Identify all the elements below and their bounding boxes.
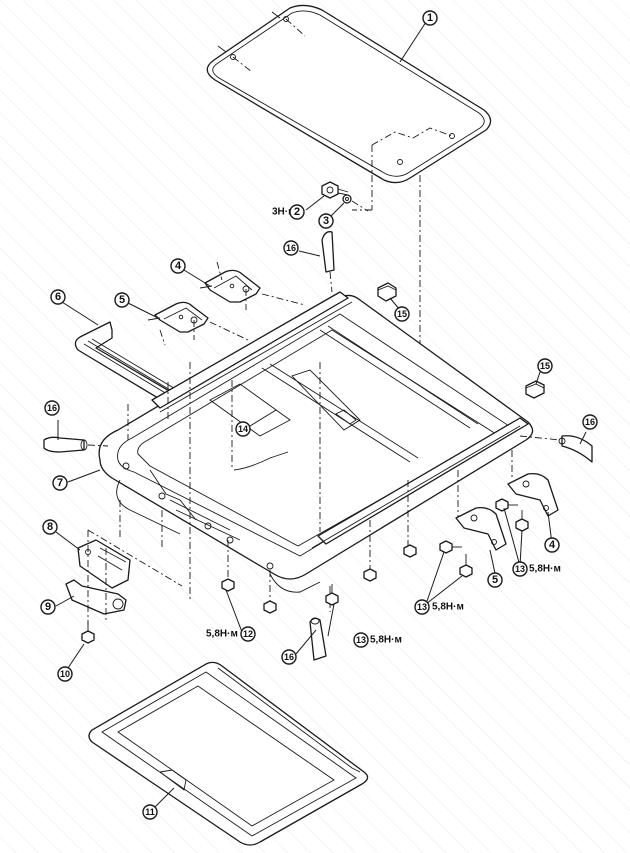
svg-text:5,8Н·м: 5,8Н·м — [529, 564, 561, 575]
callout-15-right: 15 — [537, 358, 553, 374]
callout-4-right: 4 — [544, 537, 560, 553]
svg-text:12: 12 — [243, 629, 253, 639]
motor-assembly — [65, 529, 183, 644]
callout-13-mid: 13 5,8Н·м — [414, 599, 464, 615]
bracket-4-upper — [199, 261, 306, 310]
svg-text:15: 15 — [397, 309, 407, 319]
callout-10: 10 — [57, 666, 73, 682]
callout-1: 1 — [422, 10, 438, 26]
svg-text:5: 5 — [492, 574, 498, 586]
sunroof-frame — [98, 291, 534, 593]
callout-12: 5,8Н·м 12 — [206, 626, 256, 642]
callout-4-upper: 4 — [170, 258, 186, 274]
callout-9: 9 — [40, 599, 56, 615]
callout-15-upper: 15 — [394, 306, 410, 322]
svg-text:4: 4 — [175, 260, 182, 272]
svg-text:5,8Н·м: 5,8Н·м — [206, 629, 238, 640]
callout-5-upper: 5 — [114, 292, 130, 308]
drain-hose-right — [558, 435, 593, 463]
callout-2: 3Н·м 2 — [272, 204, 305, 220]
svg-text:9: 9 — [45, 601, 51, 613]
svg-text:13: 13 — [515, 564, 525, 574]
svg-text:14: 14 — [238, 424, 248, 434]
leader-lines — [55, 21, 587, 809]
svg-text:16: 16 — [585, 417, 595, 427]
svg-text:13: 13 — [417, 602, 427, 612]
callout-16-right: 16 — [582, 414, 598, 430]
svg-text:8: 8 — [47, 521, 53, 533]
callout-13-bottom: 13 5,8Н·м — [353, 632, 402, 648]
callout-6: 6 — [50, 289, 66, 305]
bracket-5-upper — [147, 301, 249, 346]
cap-upper — [377, 282, 397, 302]
bracket-4-right — [507, 472, 559, 517]
svg-text:13: 13 — [356, 635, 366, 645]
callout-16-left: 16 — [44, 400, 60, 416]
svg-text:5,8Н·м: 5,8Н·м — [370, 635, 402, 646]
bracket-5-right — [455, 506, 507, 551]
callout-14: 14 — [235, 421, 251, 437]
callout-7: 7 — [52, 475, 68, 491]
svg-text:4: 4 — [549, 539, 556, 551]
svg-text:6: 6 — [55, 291, 61, 303]
drain-hose-left — [43, 436, 109, 453]
svg-text:16: 16 — [286, 243, 296, 253]
svg-text:16: 16 — [47, 403, 57, 413]
drain-hose-top — [321, 231, 335, 293]
svg-text:10: 10 — [60, 669, 70, 679]
callout-16-top: 16 — [283, 240, 299, 256]
bolts-13 — [325, 498, 529, 606]
svg-text:15: 15 — [540, 361, 550, 371]
svg-text:7: 7 — [57, 477, 63, 489]
svg-text:5: 5 — [119, 294, 125, 306]
washer-3 — [342, 194, 352, 204]
callout-11: 11 — [142, 804, 158, 820]
nuts-12 — [221, 544, 417, 614]
svg-text:11: 11 — [145, 807, 155, 817]
cap-right — [525, 380, 545, 399]
svg-text:3: 3 — [323, 215, 329, 227]
sunshade — [88, 661, 369, 846]
drain-hose-bottom — [309, 617, 327, 661]
callout-8: 8 — [42, 519, 58, 535]
svg-text:16: 16 — [284, 652, 294, 662]
svg-text:1: 1 — [427, 12, 433, 24]
glass-panel — [206, 4, 492, 184]
callout-3: 3 — [318, 213, 334, 229]
svg-text:3Н·м: 3Н·м — [272, 207, 296, 218]
svg-text:2: 2 — [294, 206, 300, 218]
callout-16-bottom: 16 — [281, 649, 297, 665]
callout-13-right: 13 5,8Н·м — [512, 561, 561, 577]
svg-text:5,8Н·м: 5,8Н·м — [432, 602, 464, 613]
callout-5-right: 5 — [487, 572, 503, 588]
